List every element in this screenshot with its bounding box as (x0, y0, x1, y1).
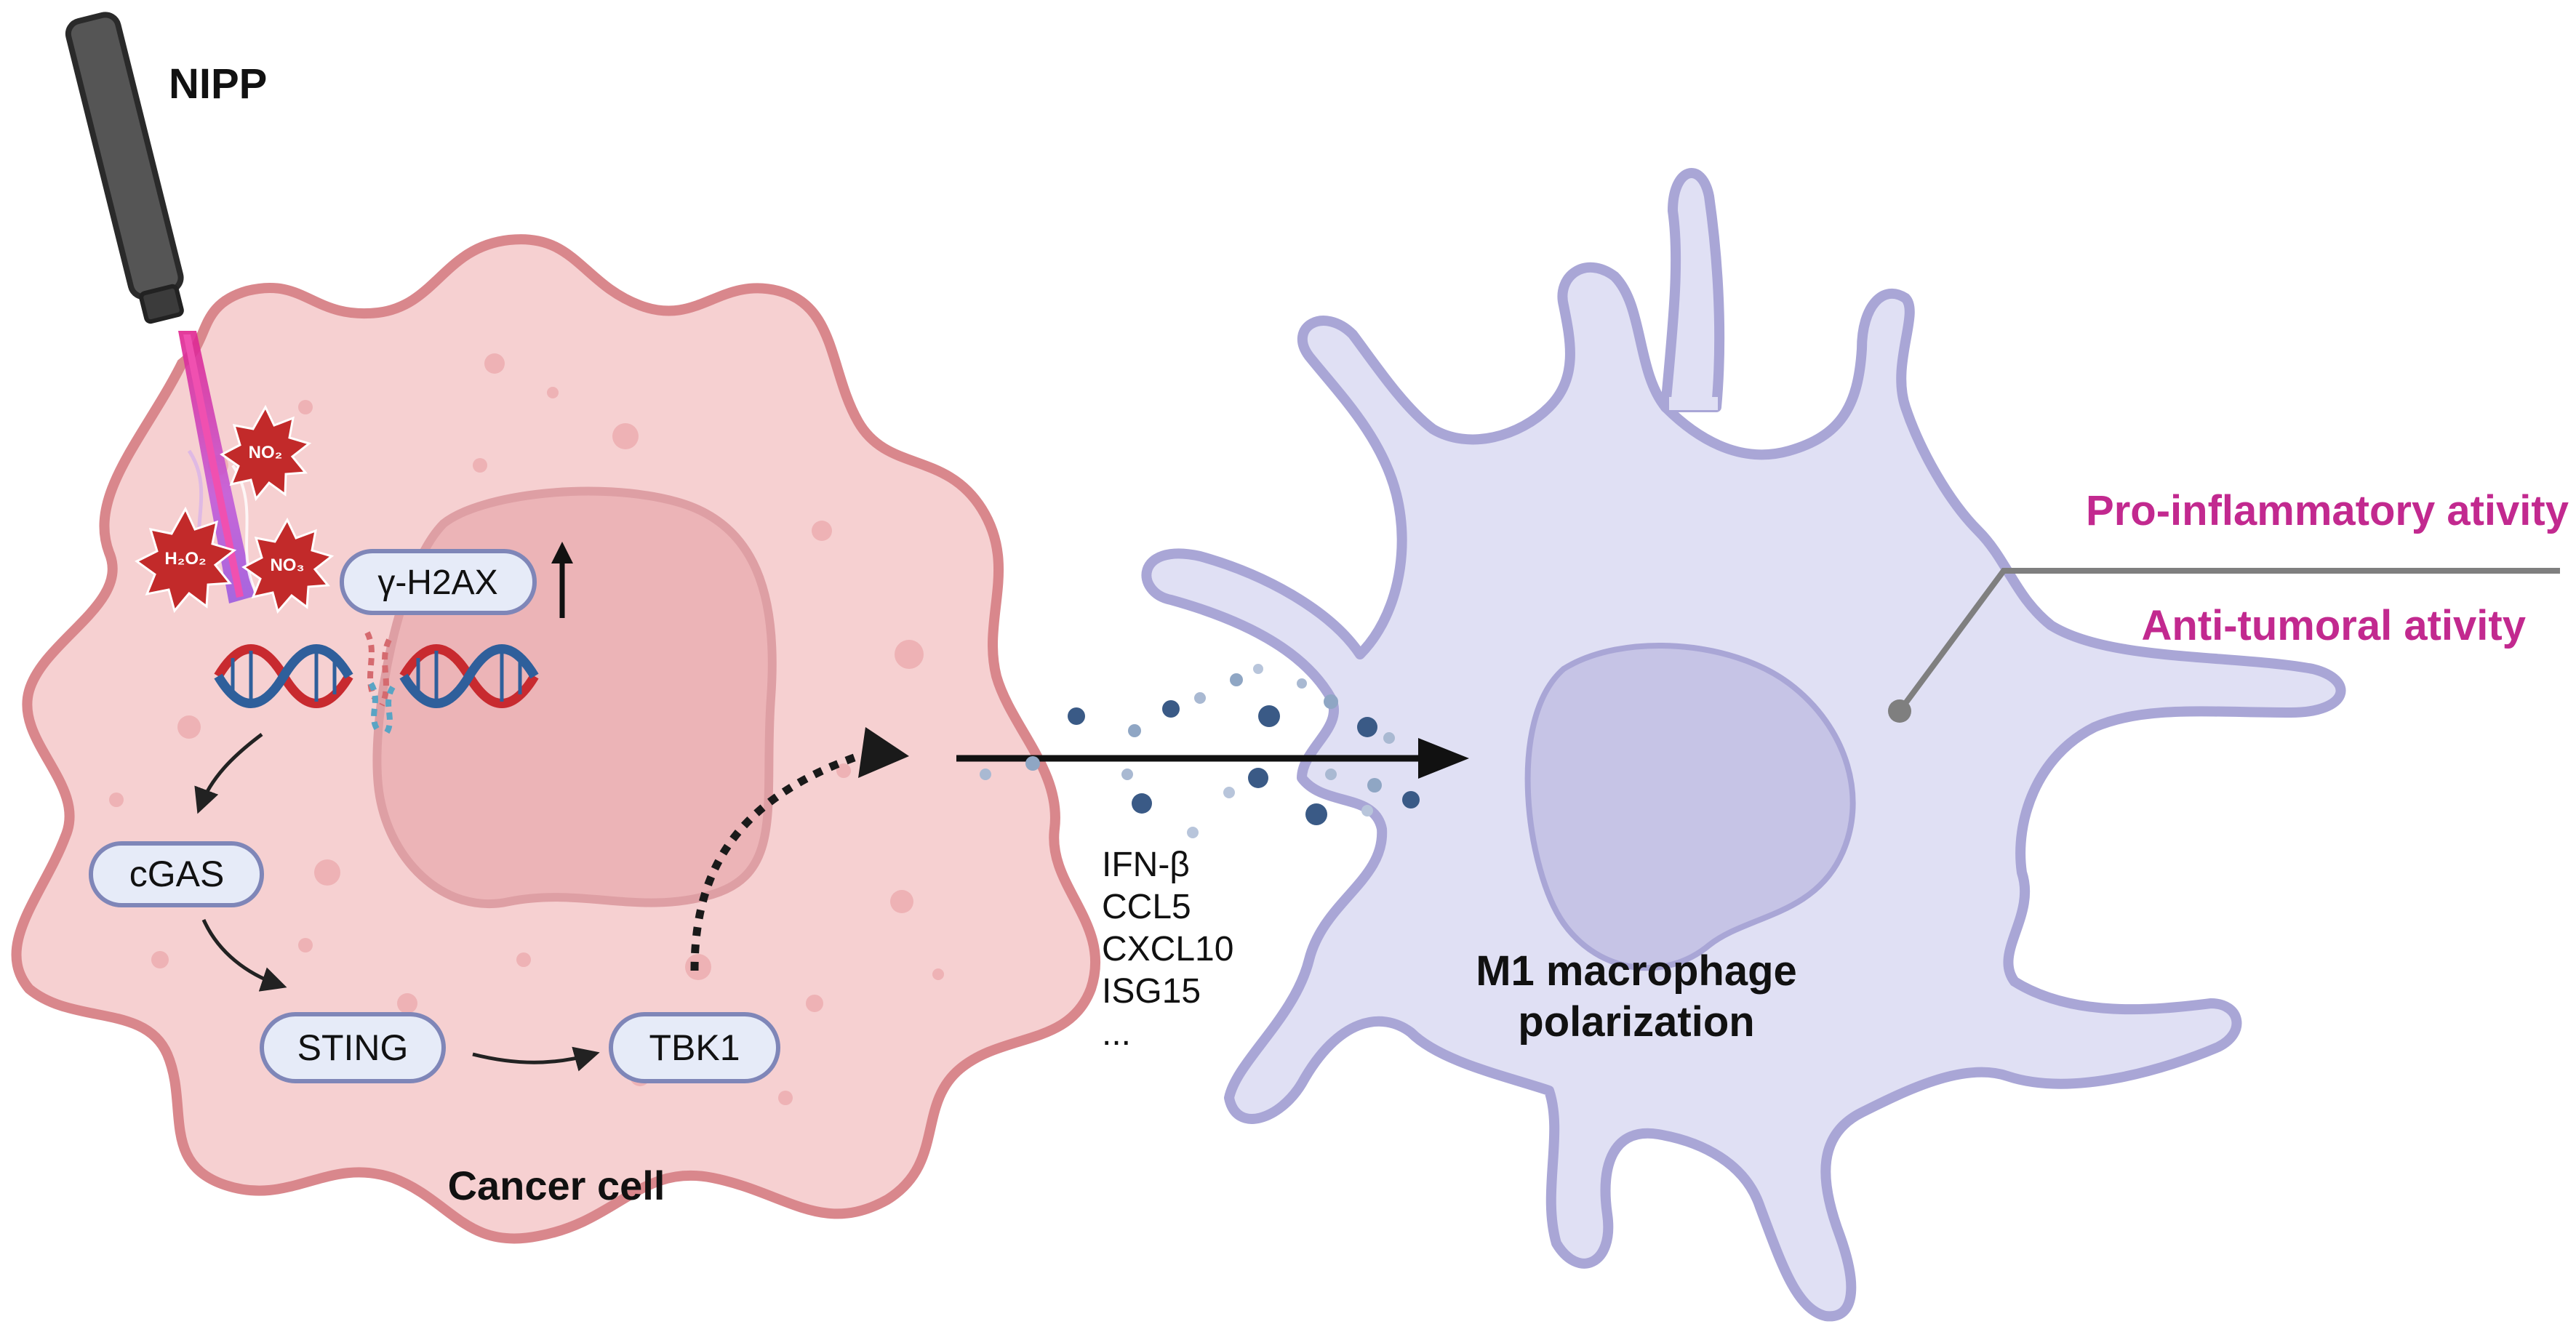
sting-label: STING (297, 1027, 409, 1068)
cytokine-ifnb: IFN-β (1102, 846, 1190, 884)
dotted-arrow-tbk1-out (690, 727, 909, 971)
burst-icon (135, 506, 237, 614)
cytokine-cxcl10: CXCL10 (1102, 930, 1233, 968)
tbk1-label: TBK1 (649, 1027, 740, 1068)
cytokine-particles (980, 664, 1420, 838)
ros-no3-label: NO₃ (270, 555, 304, 575)
ros-h2o2-label: H₂O₂ (164, 549, 206, 569)
sting-node: STING (260, 1012, 446, 1083)
arrow-dna-to-cgas (194, 733, 263, 814)
up-arrow-icon (551, 542, 573, 618)
ros-no3: NO₃ (241, 517, 335, 614)
burst-icon (220, 404, 312, 502)
dna-double-helix-left (214, 644, 353, 708)
pro-inflammatory-label: Pro-inflammatory ativity (2086, 487, 2569, 534)
outcome-callout: Pro-inflammatory ativity Anti-tumoral at… (1888, 487, 2569, 723)
cancer-cell (11, 234, 1100, 1244)
arrow-cgas-to-sting (201, 918, 287, 992)
ros-h2o2: H₂O₂ (135, 506, 237, 614)
macrophage-nucleus (1524, 643, 1856, 971)
burst-icon (241, 517, 335, 614)
gamma-h2ax-pill (340, 549, 537, 615)
gamma-h2ax-label: γ-H2AX (377, 563, 497, 602)
nipp-pen-tip (139, 284, 184, 324)
cytokine-isg15: ISG15 (1102, 972, 1201, 1011)
nipp-label: NIPP (169, 60, 267, 108)
tbk1-node: TBK1 (609, 1012, 780, 1083)
dna-break-fragments (364, 631, 396, 737)
ros-no2-label: NO₂ (249, 443, 283, 462)
dna-double-helix-right (399, 644, 539, 708)
cgas-pill (89, 841, 264, 907)
cytokine-list: IFN-β CCL5 CXCL10 ISG15 ... (1102, 846, 1233, 1053)
callout-dot (1888, 699, 1911, 723)
ros-no2: NO₂ (220, 404, 312, 502)
tbk1-pill (609, 1012, 780, 1083)
plasma-beam-core (183, 334, 244, 598)
m1-macrophage (1141, 168, 2346, 1322)
callout-leader-line (1897, 568, 2560, 713)
gamma-h2ax: γ-H2AX (340, 542, 573, 618)
cancer-cell-label: Cancer cell (448, 1163, 665, 1208)
cytokine-ccl5: CCL5 (1102, 888, 1191, 926)
cgas-label: cGAS (129, 854, 225, 894)
macrophage-label-line2: polarization (1518, 998, 1754, 1046)
arrow-sting-to-tbk1 (472, 1046, 600, 1072)
macrophage-label-line1: M1 macrophage (1476, 947, 1797, 995)
cytokine-more: ... (1102, 1014, 1131, 1053)
nipp-device: NIPP (65, 12, 267, 603)
macrophage-pseudopod-top (1660, 168, 1725, 412)
cgas-node: cGAS (89, 841, 264, 907)
sting-pill (260, 1012, 446, 1083)
nipp-pen-body (65, 12, 184, 300)
anti-tumoral-label: Anti-tumoral ativity (2142, 602, 2527, 649)
